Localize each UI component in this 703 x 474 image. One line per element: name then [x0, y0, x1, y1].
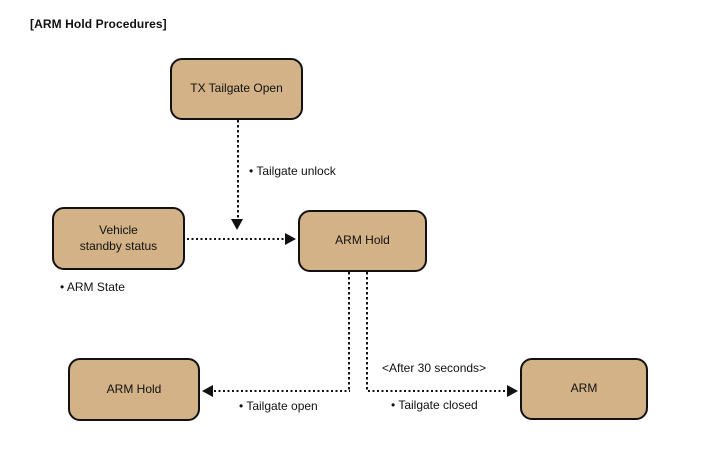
edge-label-tailgate-open: • Tailgate open — [239, 399, 318, 413]
edge-label-tailgate-closed: • Tailgate closed — [391, 398, 478, 412]
arrowhead-right-icon — [507, 385, 518, 397]
node-label: ARM Hold — [335, 233, 390, 248]
edge-arm-hold-down-left — [348, 272, 350, 391]
edge-to-arm — [368, 390, 507, 392]
node-tx-tailgate-open: TX Tailgate Open — [170, 58, 303, 120]
arrowhead-left-icon — [202, 385, 213, 397]
node-label: ARM — [570, 381, 598, 396]
edge-tx-to-arm-hold — [237, 120, 239, 219]
edge-vehicle-to-arm-hold — [187, 238, 285, 240]
node-arm-hold-bottom-left: ARM Hold — [68, 358, 200, 421]
edge-label-arm-state: • ARM State — [60, 280, 125, 294]
arrowhead-right-icon — [285, 233, 296, 245]
node-label: Vehicle standby status — [79, 222, 158, 253]
node-label: TX Tailgate Open — [190, 81, 283, 96]
edge-to-arm-hold-bottom — [214, 390, 350, 392]
edge-label-tailgate-unlock: • Tailgate unlock — [249, 164, 336, 178]
arrowhead-down-icon — [231, 219, 243, 230]
node-arm: ARM — [520, 358, 648, 420]
node-arm-hold-center: ARM Hold — [298, 210, 427, 272]
diagram-title: [ARM Hold Procedures] — [30, 17, 167, 31]
node-vehicle-standby-status: Vehicle standby status — [52, 207, 185, 270]
node-label: ARM Hold — [106, 381, 162, 396]
edge-arm-hold-down-right — [366, 272, 368, 391]
edge-label-after-30-seconds: <After 30 seconds> — [382, 361, 487, 375]
